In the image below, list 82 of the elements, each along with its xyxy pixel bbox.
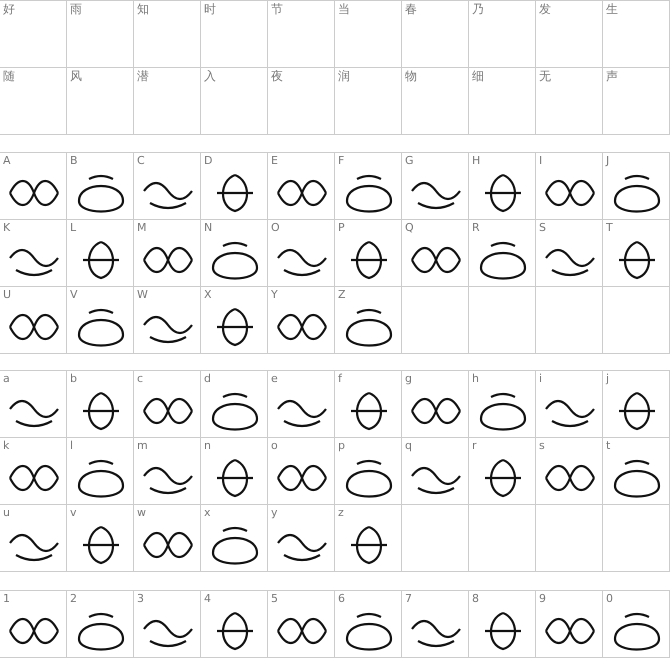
glyph-label: M: [137, 222, 146, 234]
glyph-label: T: [606, 222, 613, 234]
glyph-label: 发: [539, 3, 551, 16]
glyph-label: r: [472, 440, 477, 452]
glyph-label: 0: [606, 593, 613, 606]
glyph-label: 2: [70, 593, 77, 606]
glyph-label: 节: [271, 3, 283, 16]
glyph-label: j: [606, 373, 610, 386]
glyph-label: 声: [606, 70, 618, 84]
glyph-label: 潜: [137, 70, 149, 84]
glyph-label: 润: [338, 70, 350, 84]
glyph-label: 随: [3, 70, 15, 84]
glyph-label: 雨: [70, 3, 82, 16]
glyph-label: u: [3, 507, 10, 520]
glyph-label: S: [539, 222, 546, 234]
glyph-label: J: [606, 155, 610, 168]
glyph-label: i: [539, 373, 542, 386]
glyph-label: X: [204, 289, 212, 302]
glyph-label: q: [405, 440, 412, 452]
glyph-label: 好: [3, 3, 15, 16]
glyph-label: v: [70, 507, 77, 520]
glyph-label: 入: [204, 70, 216, 84]
glyph-label: 9: [539, 593, 546, 606]
glyph-label: 知: [137, 3, 149, 16]
glyph-label: n: [204, 440, 211, 452]
glyph-label: R: [472, 222, 480, 234]
glyph-label: g: [405, 373, 412, 386]
glyph-label: h: [472, 373, 479, 386]
glyph-label: 生: [606, 3, 618, 16]
glyph-label: 物: [405, 70, 417, 84]
glyph-label: f: [338, 373, 342, 386]
glyph-label: Y: [271, 289, 278, 302]
glyph-label: l: [70, 440, 74, 452]
glyph-label: y: [271, 507, 278, 520]
glyph-label: Z: [338, 289, 346, 302]
glyph-label: G: [405, 155, 414, 168]
glyph-label: t: [606, 440, 610, 452]
glyph-label: 乃: [472, 3, 484, 16]
glyph-label: x: [204, 507, 211, 520]
glyph-label: 当: [338, 3, 350, 16]
glyph-label: U: [3, 289, 12, 302]
glyph-label: L: [70, 222, 76, 234]
glyph-label: 7: [405, 593, 412, 606]
glyph-label: w: [137, 507, 146, 520]
glyph-label: 夜: [271, 70, 283, 84]
glyph-label: k: [3, 440, 10, 452]
glyph-label: d: [204, 373, 211, 386]
glyph-label: 1: [3, 593, 10, 606]
glyph-label: b: [70, 373, 77, 386]
glyph-label: 细: [472, 70, 484, 84]
glyph-label: 时: [204, 3, 216, 16]
glyph-label: V: [70, 289, 78, 302]
glyph-label: 6: [338, 593, 345, 606]
glyph-label: 无: [539, 70, 551, 84]
glyph-label: c: [137, 373, 144, 386]
glyph-label: p: [338, 440, 345, 452]
glyph-label: K: [3, 222, 10, 234]
glyph-label: z: [338, 507, 344, 520]
glyph-label: 4: [204, 593, 211, 606]
glyph-label: 春: [405, 3, 417, 16]
glyph-label: Q: [405, 222, 414, 234]
glyph-label: D: [204, 155, 212, 168]
glyph-label: 5: [271, 593, 278, 606]
glyph-label: m: [137, 440, 148, 452]
glyph-label: P: [338, 222, 345, 234]
glyph-label: a: [3, 373, 10, 386]
glyph-label: 3: [137, 593, 144, 606]
glyph-label: C: [137, 155, 145, 168]
glyph-label: e: [271, 373, 278, 386]
glyph-label: s: [539, 440, 545, 452]
glyph-label: O: [271, 222, 280, 234]
glyph-label: A: [3, 155, 11, 168]
glyph-label: F: [338, 155, 344, 168]
glyph-label: I: [539, 155, 542, 168]
glyph-label: W: [137, 289, 148, 302]
glyph-label: o: [271, 440, 278, 452]
glyph-label: 风: [70, 70, 82, 84]
glyph-label: N: [204, 222, 212, 234]
glyph-label: H: [472, 155, 480, 168]
glyph-label: 8: [472, 593, 479, 606]
glyph-label: B: [70, 155, 78, 168]
glyph-label: E: [271, 155, 278, 168]
